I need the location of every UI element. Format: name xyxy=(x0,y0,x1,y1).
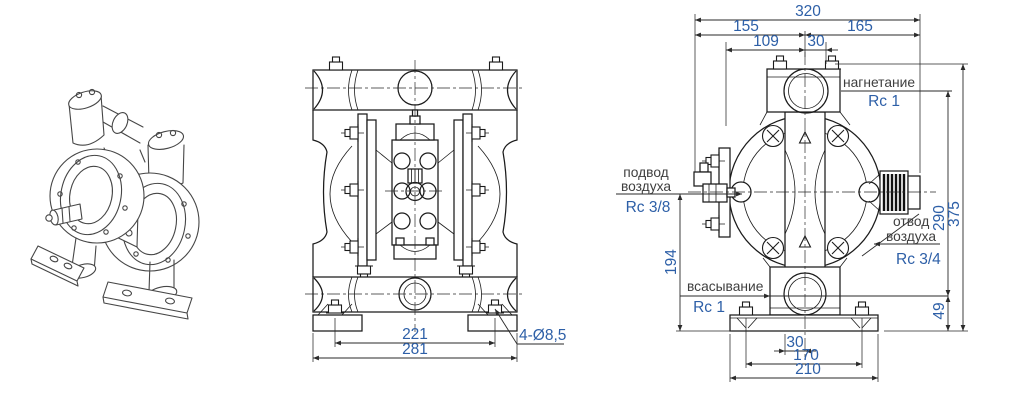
iso-left-foot xyxy=(30,245,85,287)
dim-discharge-height: 290 xyxy=(931,205,948,231)
side-muffler xyxy=(868,170,921,215)
dim-air-inlet-height: 194 xyxy=(663,249,680,275)
suction-label: всасывание xyxy=(687,279,764,294)
discharge-annotation: нагнетание Rc 1 xyxy=(841,75,952,110)
dim-center-offset-bottom: 30 xyxy=(786,334,804,351)
suction-thread: Rc 1 xyxy=(693,299,725,316)
air-supply-annotation: подвод воздуха Rc 3/8 xyxy=(616,165,742,216)
suction-annotation: всасывание Rc 1 xyxy=(680,279,948,316)
dim-suction-height: 49 xyxy=(931,302,948,319)
side-discharge-port-circle xyxy=(783,68,829,114)
front-clamp-plates xyxy=(340,113,490,280)
dim-left-of-center: 155 xyxy=(733,18,759,35)
side-view: 320 155 165 109 30 290 375 49 194 30 170… xyxy=(616,3,968,382)
air-exhaust-annotation: отвод воздуха Rc 3/4 xyxy=(861,213,941,268)
front-feet xyxy=(312,299,518,332)
front-view: 221 281 4-Ø8,5 xyxy=(305,56,566,362)
side-dimensions: 320 155 165 109 30 290 375 49 194 30 170… xyxy=(663,3,968,382)
iso-air-fitting xyxy=(45,203,83,226)
discharge-thread: Rc 1 xyxy=(868,93,900,110)
air-exhaust-thread: Rc 3/4 xyxy=(896,251,941,268)
side-base xyxy=(729,301,879,332)
air-supply-label-line1: подвод xyxy=(623,165,669,180)
dim-bolt-spacing: 170 xyxy=(793,347,819,364)
air-supply-thread: Rc 3/8 xyxy=(626,199,671,216)
dim-right-of-center: 165 xyxy=(847,18,873,35)
dim-feet-spacing: 221 xyxy=(402,326,428,343)
hole-callout: 4-Ø8,5 xyxy=(519,327,566,344)
air-exhaust-label-line1: отвод xyxy=(893,214,929,229)
front-dimensions: 221 281 4-Ø8,5 xyxy=(312,308,566,362)
port-annotations: нагнетание Rc 1 подвод воздуха Rc 3/8 вс… xyxy=(616,75,952,316)
dim-base-width: 210 xyxy=(795,361,821,378)
isometric-view xyxy=(30,88,200,320)
side-discharge-block xyxy=(759,55,851,126)
discharge-label: нагнетание xyxy=(843,75,915,90)
air-exhaust-label-line2: воздуха xyxy=(886,229,936,244)
dim-center-offset-top: 30 xyxy=(807,33,825,50)
dim-overall-height: 375 xyxy=(946,201,963,227)
air-supply-label-line2: воздуха xyxy=(621,179,671,194)
dim-overall-width: 281 xyxy=(402,341,428,358)
dim-overall-width-side: 320 xyxy=(795,3,821,20)
side-air-valve xyxy=(693,147,736,238)
iso-right-foot xyxy=(102,281,193,320)
dim-inner-width: 109 xyxy=(753,33,779,50)
